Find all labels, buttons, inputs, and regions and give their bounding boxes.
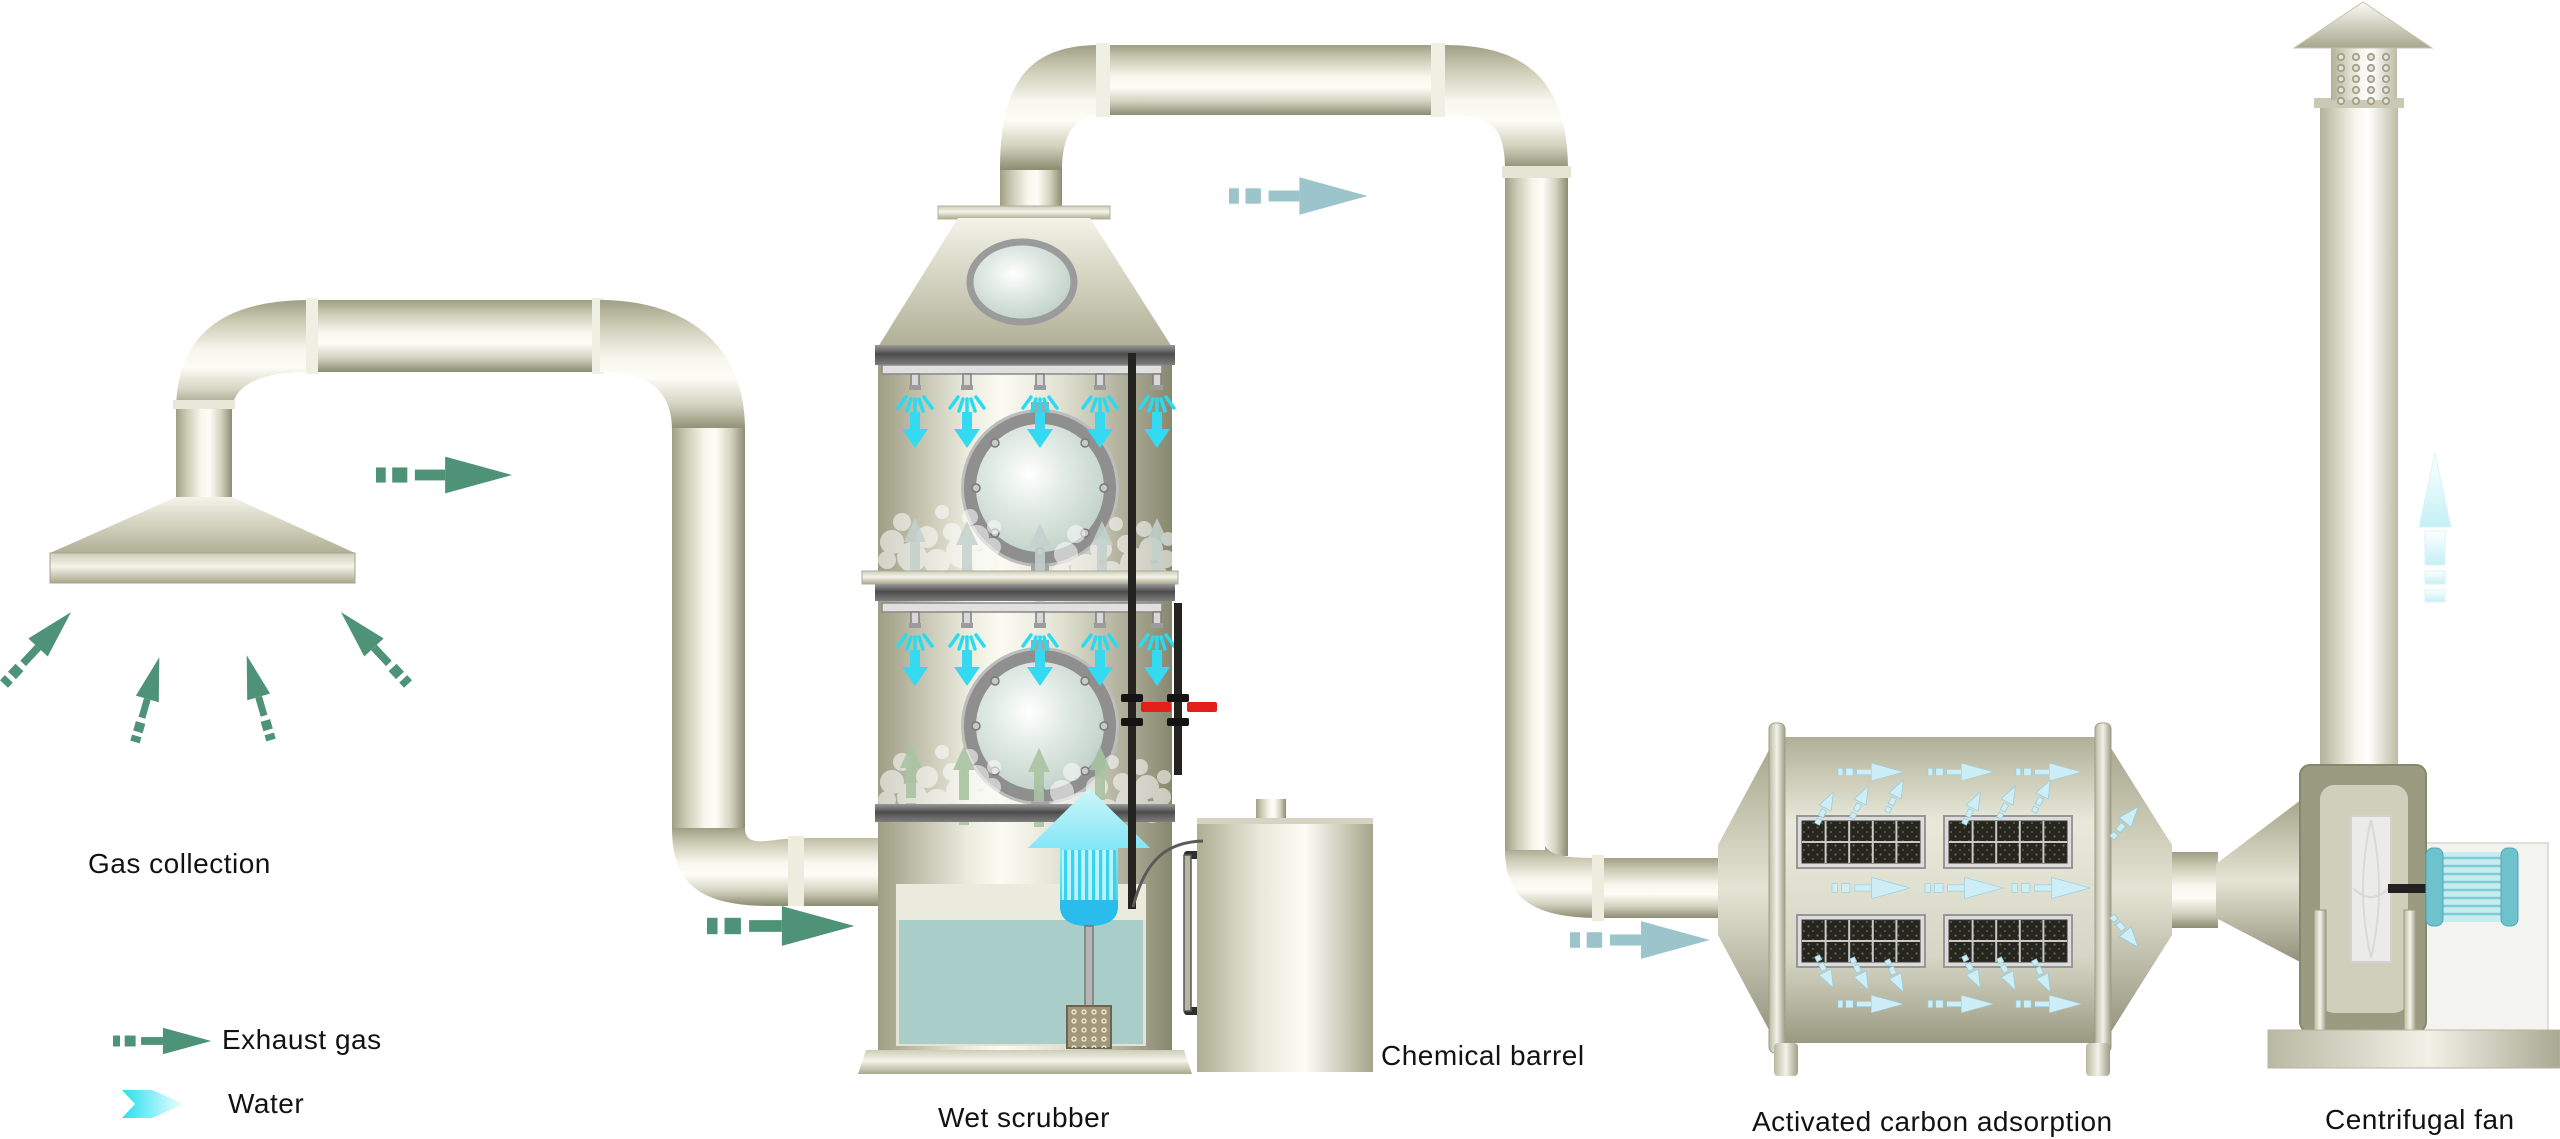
- hood-neck-pipe: [176, 404, 232, 500]
- exhaust-gas-arrow-icon: [331, 603, 418, 694]
- duct-elbow: [1505, 846, 1600, 918]
- barrel-cap: [1256, 799, 1286, 818]
- chemical-feed-hose: [1131, 839, 1204, 908]
- fan-inlet-cone: [2216, 799, 2302, 963]
- duct-seam: [306, 298, 318, 374]
- exhaust-gas-arrow-icon: [0, 603, 81, 694]
- barrel-body: [1197, 818, 1373, 1072]
- carbon-leg: [1774, 1043, 1798, 1076]
- exhaust-stack: [2320, 105, 2398, 767]
- pump-body: [1062, 850, 1116, 906]
- stage-divider-band: [875, 584, 1175, 601]
- carbon-outlet-cone: [2104, 737, 2172, 1043]
- motor-fins: [2441, 856, 2503, 916]
- motor-end-cap: [2425, 847, 2444, 927]
- barrel-lip: [1197, 818, 1373, 824]
- activated-carbon-unit: [1718, 722, 2218, 1076]
- duct-seam: [1502, 166, 1571, 178]
- stack-flow-arrow: [2418, 452, 2452, 603]
- legend-exhaust-gas-label: Exhaust gas: [222, 1024, 382, 1055]
- duct-seam: [1592, 855, 1604, 921]
- carbon-outlet-pipe: [2172, 852, 2218, 928]
- pump-strainer-holes: [1067, 1006, 1111, 1048]
- gas-collection-label: Gas collection: [88, 848, 271, 879]
- fan-impeller-window: [2350, 815, 2392, 963]
- duct-elbow: [600, 300, 745, 430]
- exhaust-gas-arrow-icon: [376, 456, 513, 494]
- duct-seam: [1431, 43, 1445, 117]
- duct-horizontal-pipe: [310, 300, 600, 372]
- circulation-pump: [1028, 788, 1150, 1049]
- duct-elbow: [672, 828, 880, 906]
- duct-vertical-pipe: [672, 428, 745, 830]
- hood-rim: [49, 552, 356, 584]
- carbon-inlet-pipe: [1596, 858, 1722, 918]
- fan-motor: [2425, 847, 2519, 927]
- wet-scrubber-label: Wet scrubber: [938, 1102, 1110, 1133]
- pump-cap: [1060, 900, 1118, 926]
- chemical-barrel-label: Chemical barrel: [1381, 1040, 1585, 1071]
- legend: [113, 1027, 212, 1118]
- fan-impeller-blades: [2352, 819, 2390, 959]
- hood-inspection-window: [966, 238, 1078, 326]
- motor-end-cap: [2500, 847, 2519, 927]
- valve-flange: [1121, 718, 1143, 726]
- stack-vent-holes: [2336, 52, 2391, 106]
- hood-cone: [50, 497, 355, 553]
- dosing-pipe: [1128, 353, 1136, 909]
- chemical-barrel: [1131, 799, 1373, 1072]
- tower-base-skirt: [858, 1050, 1192, 1074]
- valve-flange: [1121, 694, 1143, 702]
- legend-water-label: Water: [228, 1088, 305, 1119]
- carbon-inlet-cone: [1718, 737, 1776, 1043]
- pump-shaft: [1084, 925, 1094, 1007]
- stage-divider-band: [875, 345, 1175, 365]
- valve-flange: [1167, 718, 1189, 726]
- dosing-pipe: [1174, 603, 1182, 775]
- carbon-leg: [2086, 1043, 2110, 1076]
- dosing-pipes: [1121, 353, 1217, 909]
- duct-seam: [173, 400, 235, 409]
- outlet-elbow: [1445, 45, 1568, 170]
- spray-header-rail: [881, 364, 1163, 375]
- valve-red-handle: [1187, 702, 1217, 712]
- duct-seam: [788, 836, 804, 906]
- legend-exhaust-gas-icon: [113, 1027, 212, 1055]
- carbon-corner-post: [1768, 722, 1786, 1054]
- outlet-horizontal-pipe: [1100, 45, 1445, 115]
- centrifugal-fan-label: Centrifugal fan: [2325, 1104, 2515, 1135]
- carbon-corner-post: [2094, 722, 2112, 1054]
- valve-flange: [1167, 694, 1189, 702]
- exhaust-gas-arrow-icon: [123, 653, 171, 746]
- interstage-vertical-pipe: [1505, 168, 1568, 856]
- flow-arrow-icon: [1229, 177, 1368, 215]
- duct-elbow: [176, 300, 310, 412]
- fan-base-plate: [2267, 1029, 2560, 1069]
- wet-scrubber: [858, 43, 1722, 1074]
- spray-header-rail: [881, 602, 1163, 613]
- scrubber-top-flange: [937, 205, 1111, 220]
- legend-water-icon: [122, 1090, 184, 1118]
- valve-red-handle: [1141, 702, 1171, 712]
- centrifugal-fan: [2216, 1, 2560, 1069]
- activated-carbon-label: Activated carbon adsorption: [1752, 1106, 2113, 1137]
- flow-arrow-icon: [1570, 921, 1710, 959]
- stack-rain-cap: [2292, 1, 2434, 49]
- outlet-elbow: [1000, 45, 1100, 170]
- duct-seam: [1096, 43, 1110, 117]
- gas-collection-duct: [173, 298, 880, 906]
- motor-body: [2441, 852, 2503, 922]
- exhaust-gas-arrow-icon: [235, 651, 283, 744]
- exhaust-gas-arrow-icon: [707, 906, 855, 946]
- barrel-handle: [1183, 854, 1192, 1012]
- gas-collection-hood: [49, 497, 356, 584]
- motor-shaft: [2388, 884, 2432, 893]
